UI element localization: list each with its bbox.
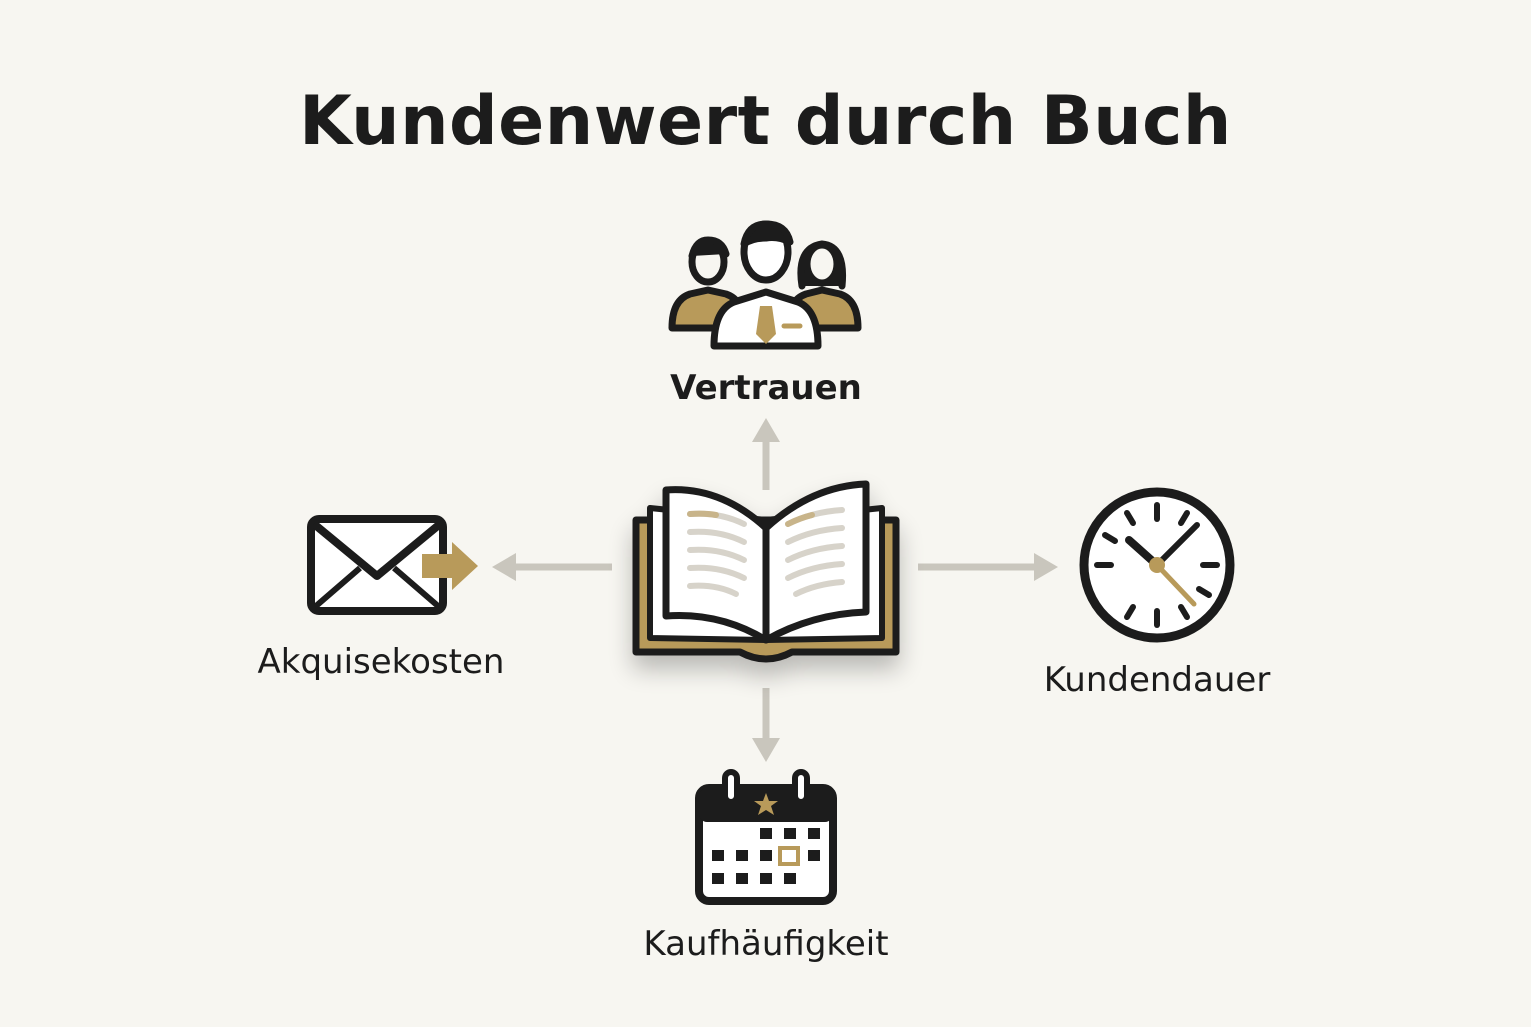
envelope-arrow-icon [307,515,478,615]
people-group-icon [668,220,862,350]
label-akquisekosten: Akquisekosten [257,642,505,682]
arrow-left [492,553,612,581]
label-kaufhaeufigkeit: Kaufhäufigkeit [643,924,889,964]
label-kundendauer: Kundendauer [1043,660,1271,700]
clock-icon [1079,487,1235,643]
calendar-star-icon [695,769,837,905]
label-vertrauen: Vertrauen [670,368,862,408]
diagram-title: Kundenwert durch Buch [299,82,1232,161]
arrow-down [752,688,780,762]
open-book-icon [632,480,900,663]
arrow-up [752,418,780,490]
arrow-right [918,553,1058,581]
